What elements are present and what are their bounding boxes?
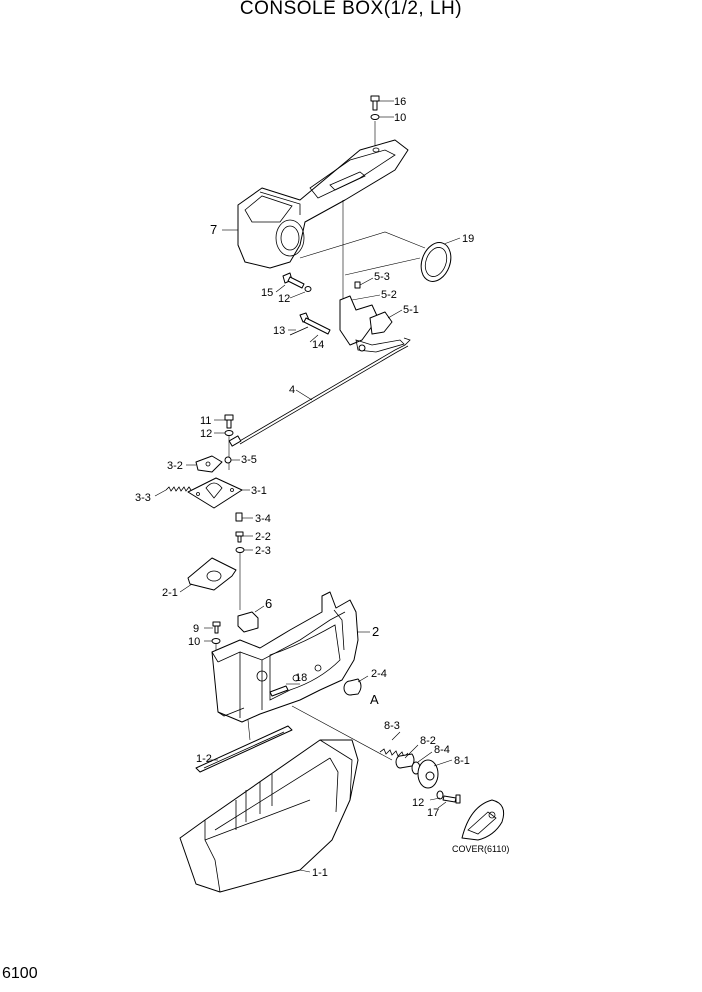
label-8-1: 8-1: [454, 755, 470, 767]
bracket-2-1: [187, 557, 237, 591]
label-4: 4: [289, 384, 295, 396]
label-12-mid: 12: [200, 428, 212, 440]
ring-19: [420, 242, 452, 282]
spring-3-3: [165, 486, 192, 492]
spring-8-3: [379, 748, 409, 758]
console-tray-1-1: [179, 739, 359, 893]
label-3-2: 3-2: [167, 460, 183, 472]
bolt-14: [299, 312, 331, 335]
label-3-3: 3-3: [135, 492, 151, 504]
label-1-1: 1-1: [312, 867, 328, 879]
screw-13: [289, 326, 309, 336]
washer-2-3: [235, 547, 245, 553]
bolt-17: [442, 794, 461, 804]
label-8-2: 8-2: [420, 735, 436, 747]
clip-3-5: [224, 456, 232, 464]
washer-12-lower: [436, 790, 444, 800]
label-11: 11: [200, 415, 211, 427]
washer-12-mid: [224, 430, 234, 436]
label-2: 2: [372, 624, 379, 639]
bolt-11: [224, 414, 234, 429]
plate-3-1: [187, 477, 243, 509]
label-2-3: 2-3: [255, 545, 271, 557]
label-5-2: 5-2: [381, 289, 397, 301]
label-10-lower: 10: [188, 636, 200, 648]
label-19: 19: [462, 233, 474, 245]
label-12-lower: 12: [412, 797, 424, 809]
label-16: 16: [394, 96, 406, 108]
bolt-2-2: [235, 531, 244, 543]
washer-12-upper: [304, 286, 312, 292]
label-17: 17: [427, 807, 439, 819]
label-3-4: 3-4: [255, 513, 271, 525]
label-10-top: 10: [394, 112, 406, 124]
gasket-strip-1-2: [195, 725, 293, 773]
label-1-2: 1-2: [196, 753, 212, 765]
cable-4: [228, 337, 411, 447]
label-9: 9: [193, 623, 199, 635]
label-3-5: 3-5: [241, 454, 257, 466]
label-14: 14: [312, 339, 324, 351]
lever-5-1: [355, 311, 405, 353]
bolt-16: [370, 95, 380, 111]
label-2-4: 2-4: [371, 668, 387, 680]
washer-10-top: [370, 114, 380, 120]
nut-3-4: [235, 512, 243, 522]
diagram-title: CONSOLE BOX(1/2, LH): [239, 0, 463, 19]
cover-6110: [461, 799, 505, 841]
stopper-5-3: [354, 281, 361, 289]
washer-10-lower: [211, 638, 221, 644]
console-upper-cover-7: [237, 139, 409, 269]
label-8-4: 8-4: [434, 744, 450, 756]
clamp-3-2: [195, 455, 223, 473]
label-13: 13: [273, 325, 285, 337]
label-5-3: 5-3: [374, 271, 390, 283]
label-8-3: 8-3: [384, 720, 400, 732]
label-2-2: 2-2: [255, 531, 271, 543]
bush-2-4: [343, 678, 362, 696]
bolt-9: [212, 621, 221, 634]
label-12-upper: 12: [278, 293, 290, 305]
bush-8-2: [395, 753, 415, 769]
exploded-parts-diagram: 16 10 7 19 5-3 15 12 5-2 5-1 13 14 4 11 …: [135, 95, 509, 893]
frame-2: [211, 591, 359, 723]
label-15: 15: [261, 287, 273, 299]
label-2-1: 2-1: [162, 587, 178, 599]
label-18: 18: [295, 672, 307, 684]
cover-8-1: [417, 759, 439, 789]
label-A: A: [370, 692, 379, 707]
bolt-15: [282, 272, 305, 289]
page-number: 6100: [2, 965, 38, 982]
label-6: 6: [265, 596, 272, 611]
bolt-18: [269, 685, 289, 697]
block-6: [237, 611, 259, 633]
label-7: 7: [210, 222, 217, 237]
label-cover-6110: COVER(6110): [452, 844, 509, 854]
label-5-1: 5-1: [403, 304, 419, 316]
label-3-1: 3-1: [251, 485, 267, 497]
